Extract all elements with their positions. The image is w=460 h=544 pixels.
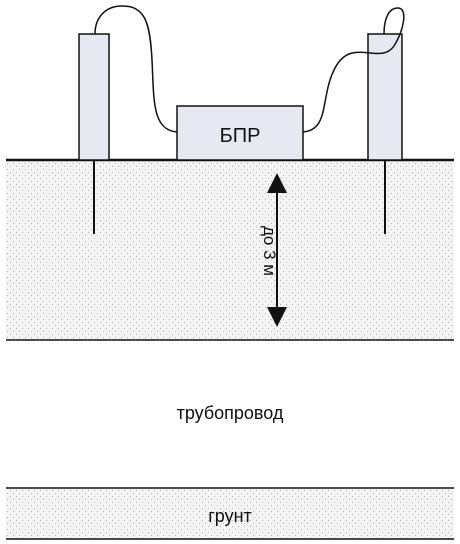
upper-soil-layer: [6, 160, 454, 340]
pipeline-band: [6, 341, 454, 488]
bpr-unit-box: [176, 105, 304, 161]
bpr-unit-label: БПР: [220, 125, 261, 147]
pipeline-label: трубопровод: [177, 403, 284, 423]
lower-soil-layer: [6, 489, 454, 539]
depth-label: до 3 м: [260, 226, 279, 276]
left-cable: [94, 5, 178, 133]
right-cable: [302, 7, 405, 133]
left-probe-body: [78, 33, 110, 161]
right-probe-body: [367, 33, 403, 161]
soil-label: грунт: [208, 506, 252, 526]
